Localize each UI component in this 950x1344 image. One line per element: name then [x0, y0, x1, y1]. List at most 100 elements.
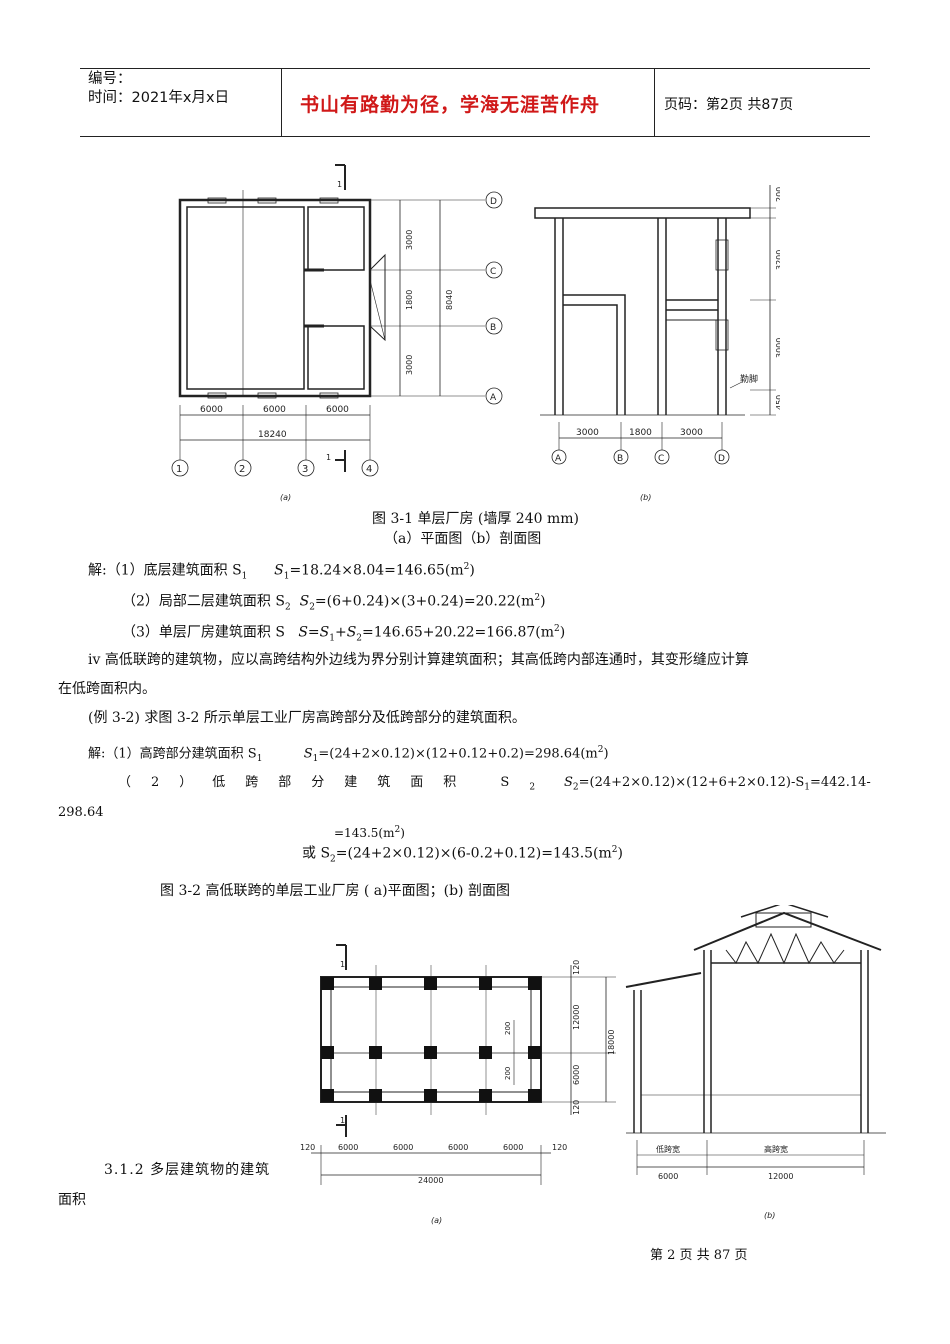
fig2-span-4: 6000 — [503, 1143, 523, 1152]
plan-row-total: 8040 — [445, 290, 454, 310]
solution1-line2-formula: =(6+0.24)×(3+0.24)=20.22(m — [314, 593, 535, 610]
fig2-sub-a: (a) — [431, 1216, 442, 1225]
solution2-line2-wrap: 298.64 — [58, 805, 104, 820]
solution1-line3-prefix: （3）单层厂房建筑面积 S — [122, 624, 285, 641]
solution2-line1-prefix: 解:（1）高跨部分建筑面积 S — [88, 746, 257, 762]
plan-axis-4: 4 — [366, 464, 372, 475]
solution2-line2: （2）低跨部分建筑面积 S2 S2=(24+2×0.12)×(12+6+2×0.… — [118, 775, 871, 793]
fig2-row-dim-3: 6000 — [572, 1065, 581, 1085]
section-axis-c: C — [658, 454, 664, 464]
figure-3-1-subcaption: （a）平面图（b）剖面图 — [384, 531, 542, 547]
plan-span-1: 6000 — [200, 405, 223, 415]
section-height-4: 450 — [775, 395, 780, 410]
header-bottom-rule — [80, 136, 870, 137]
solution1-line1-formula: =18.24×8.04=146.65(m — [289, 562, 464, 579]
section-heading-line2: 面积 — [58, 1192, 86, 1208]
plan-span-3: 6000 — [326, 405, 349, 415]
fig2-low-dim: 6000 — [658, 1172, 678, 1181]
fig2-span-1: 6000 — [338, 1143, 358, 1152]
solution1-line3: （3）单层厂房建筑面积 S S=S1+S2=146.65+20.22=166.8… — [122, 624, 566, 644]
header-top-rule — [80, 68, 870, 69]
fig2-small-dim-1: 200 — [504, 1022, 512, 1035]
figure-3-2-section — [625, 905, 886, 1175]
section-height-3: 3000 — [775, 338, 780, 358]
fig2-small-dim-2: 200 — [504, 1067, 512, 1080]
page-footer: 第 2 页 共 87 页 — [650, 1248, 748, 1263]
fig2-sub-b: (b) — [764, 1211, 775, 1220]
solution1-line2-sub2: 2 — [309, 602, 315, 613]
section-heading-line1: 3.1.2 多层建筑物的建筑 — [104, 1162, 271, 1178]
figure-3-2: 120 6000 6000 6000 6000 120 24000 120 12… — [296, 905, 896, 1235]
plan-row-d: D — [490, 197, 497, 207]
solution1-line1-sub: 1 — [241, 571, 248, 582]
plan-axis-3: 3 — [302, 464, 308, 475]
section-axis-b: B — [617, 454, 623, 464]
section-axis-a: A — [555, 454, 562, 464]
solution1-line2-prefix: （2）局部二层建筑面积 S — [122, 593, 285, 610]
plan-section-mark: 1 — [337, 180, 342, 189]
figure-3-2-caption: 图 3-2 高低联跨的单层工业厂房 ( a)平面图；(b) 剖面图 — [160, 883, 510, 899]
solution2-line4-formula: =(24+2×0.12)×(6-0.2+0.12)=143.5(m — [335, 845, 612, 862]
header-time-label: 时间：2021年x月x日 — [88, 90, 230, 106]
fig2-row-total: 18000 — [607, 1030, 616, 1055]
plan-row-dim-1: 3000 — [405, 230, 414, 250]
plan-section-mark-bottom: 1 — [326, 453, 331, 462]
fig2-section-mark-bottom: 1 — [340, 1116, 345, 1125]
plan-row-b: B — [490, 323, 496, 333]
solution2-line4: 或 S2=(24+2×0.12)×(6-0.2+0.12)=143.5(m2) — [302, 845, 623, 865]
solution2-line2-formula: =(24+2×0.12)×(12+6+2×0.12)-S — [578, 775, 805, 790]
paragraph-iv-line2: 在低跨面积内。 — [58, 681, 156, 697]
solution2-line3-text: =143.5(m — [334, 826, 395, 840]
plan-row-a: A — [490, 393, 497, 403]
figure-3-2-columns — [321, 977, 541, 1102]
section-span-2: 1800 — [629, 428, 652, 438]
paragraph-iv-line1: iv 高低联跨的建筑物，应以高跨结构外边线为界分别计算建筑面积；其高低跨内部连通… — [88, 652, 749, 668]
header-page-info: 页码：第2页 共87页 — [664, 97, 794, 113]
fig2-low-label: 低跨宽 — [656, 1144, 680, 1154]
figure-3-1: 1 2 3 4 6000 6000 6000 18240 D C B A 300… — [140, 160, 780, 510]
plan-row-c: C — [490, 267, 496, 277]
fig2-row-dim-1: 120 — [572, 960, 581, 975]
solution1-line3-sub2: 2 — [356, 633, 363, 644]
solution1-line2: （2）局部二层建筑面积 S2 S2=(6+0.24)×(3+0.24)=20.2… — [122, 593, 546, 613]
example-3-2: (例 3-2) 求图 3-2 所示单层工业厂房高跨部分及低跨部分的建筑面积。 — [88, 710, 526, 726]
plan-axis-2: 2 — [239, 464, 245, 475]
solution2-line2-tail: =442.14- — [809, 775, 871, 790]
fig2-row-dim-2: 12000 — [572, 1005, 581, 1030]
fig2-section-mark-top: 1 — [340, 960, 345, 969]
solution2-line2-prefix: （2）低跨部分建筑面积 S — [118, 775, 530, 790]
figure-3-1-caption: 图 3-1 单层厂房 (墙厚 240 mm) — [372, 511, 579, 527]
header-motto: 书山有路勤为径，学海无涯苦作舟 — [300, 94, 601, 116]
solution1-line1: 解:（1）底层建筑面积 S1 S1=18.24×8.04=146.65(m2) — [88, 562, 475, 582]
section-height-1: 200 — [775, 187, 780, 202]
section-plinth-label: 勒脚 — [740, 373, 758, 385]
plan-axis-1: 1 — [176, 464, 182, 475]
section-span-3: 3000 — [680, 428, 703, 438]
section-axis-d: D — [718, 454, 725, 464]
section-sub-label: (b) — [640, 493, 651, 502]
plan-row-dim-2: 1800 — [405, 290, 414, 310]
plan-total: 18240 — [258, 430, 287, 440]
section-span-1: 3000 — [576, 428, 599, 438]
header-divider-right — [654, 68, 655, 136]
solution1-line1-sup: 2 — [463, 562, 470, 572]
fig2-span-2: 6000 — [393, 1143, 413, 1152]
solution1-line1-sub2: 1 — [283, 571, 290, 582]
solution1-line3-sup: 2 — [554, 624, 560, 634]
solution1-line3-formula: =146.65+20.22=166.87(m — [362, 624, 555, 641]
solution2-line3: =143.5(m2) — [334, 825, 405, 840]
solution1-line2-sub: 2 — [284, 602, 291, 613]
solution2-line1: 解:（1）高跨部分建筑面积 S1 S1=(24+2×0.12)×(12+0.12… — [88, 745, 609, 764]
fig2-span-left: 120 — [300, 1143, 315, 1152]
plan-row-dim-3: 3000 — [405, 355, 414, 375]
plan-span-2: 6000 — [263, 405, 286, 415]
figure-3-1-plan — [171, 164, 503, 477]
solution2-line4-prefix: 或 S — [302, 845, 331, 862]
plan-sub-label: (a) — [280, 493, 291, 502]
fig2-high-label: 高跨宽 — [764, 1144, 788, 1154]
header-number-label: 编号： — [88, 71, 132, 87]
solution2-line1-formula: =(24+2×0.12)×(12+0.12+0.2)=298.64(m — [318, 746, 598, 762]
header-divider-left — [281, 68, 282, 136]
figure-3-1-section — [534, 185, 776, 465]
fig2-span-3: 6000 — [448, 1143, 468, 1152]
